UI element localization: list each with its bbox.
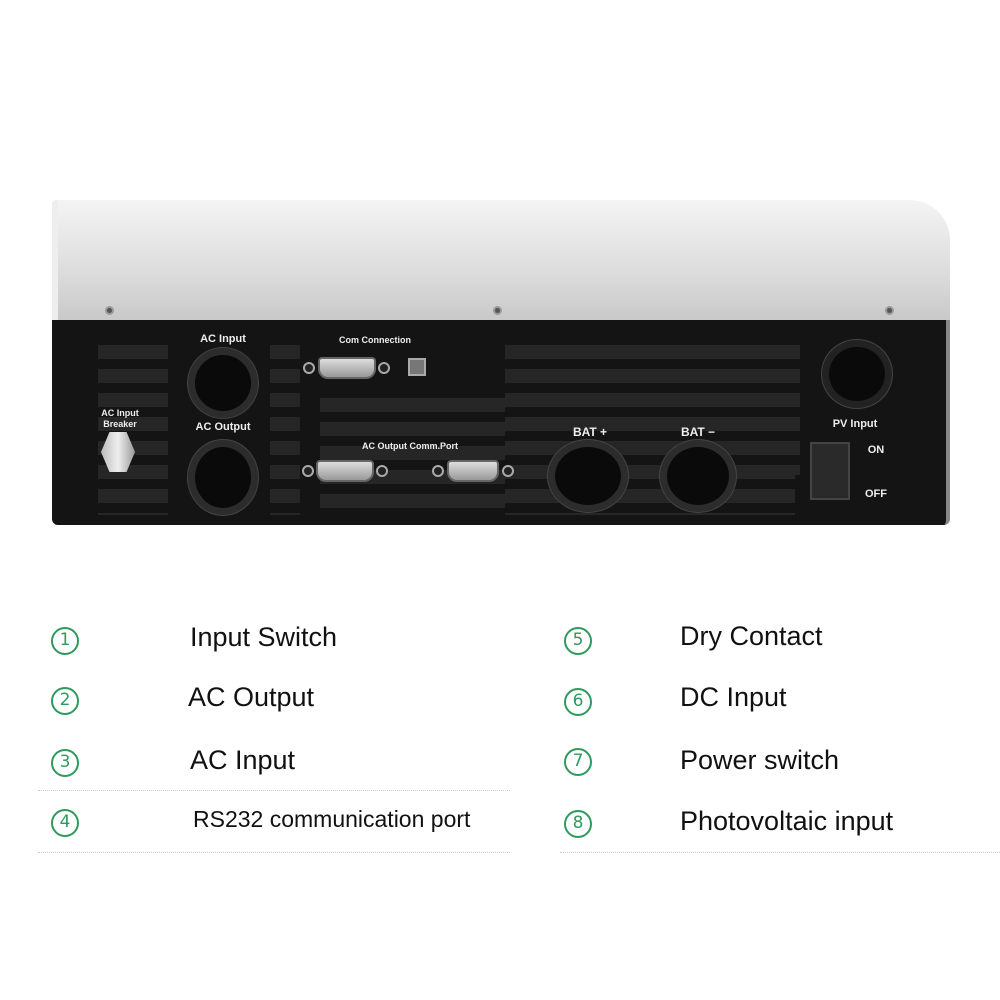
legend-number: 8 (564, 810, 592, 838)
power-switch[interactable] (810, 442, 850, 500)
legend-number: 7 (564, 748, 592, 776)
breaker-label-line1: AC Input (101, 408, 139, 418)
legend-label: AC Output (188, 682, 315, 712)
breaker-label-line2: Breaker (103, 419, 137, 429)
usb-b-port[interactable] (408, 358, 426, 376)
legend-label: Photovoltaic input (680, 806, 894, 836)
legend-number: 2 (51, 687, 79, 715)
legend-number: 5 (564, 627, 592, 655)
screw-nut (303, 362, 315, 374)
ac-output-port[interactable] (188, 440, 258, 515)
com-connection-label: Com Connection (339, 335, 411, 345)
battery-positive-terminal[interactable] (548, 440, 628, 512)
legend-number: 3 (51, 749, 79, 777)
com-db9-port[interactable] (318, 357, 376, 379)
divider (38, 790, 510, 791)
screw (105, 306, 114, 315)
vent (270, 345, 300, 515)
ac-output-comm-port-1[interactable] (316, 460, 374, 482)
screw-nut (376, 465, 388, 477)
pv-input-port[interactable] (822, 340, 892, 408)
legend-label: AC Input (190, 745, 296, 775)
legend-label: Power switch (680, 745, 840, 775)
legend-label: DC Input (680, 682, 787, 712)
bat-minus-label: BAT − (680, 425, 716, 439)
switch-off-label: OFF (865, 488, 887, 500)
legend-number: 6 (564, 688, 592, 716)
inverter-top-cover (52, 200, 950, 322)
divider (560, 852, 1000, 853)
battery-negative-terminal[interactable] (660, 440, 736, 512)
screw-nut (302, 465, 314, 477)
vent (320, 398, 530, 515)
ac-output-label: AC Output (195, 421, 251, 433)
fan-vent (505, 345, 795, 515)
screw (493, 306, 502, 315)
legend-label: RS232 communication port (193, 806, 471, 832)
vent (98, 345, 168, 515)
legend-label: Dry Contact (680, 621, 823, 651)
ac-output-comm-port-2[interactable] (447, 460, 499, 482)
pv-input-label: PV Input (832, 418, 878, 430)
ac-input-label: AC Input (200, 333, 246, 345)
ac-output-comm-label: AC Output Comm.Port (362, 441, 458, 451)
ac-input-port[interactable] (188, 348, 258, 418)
legend-number: 4 (51, 809, 79, 837)
screw-nut (502, 465, 514, 477)
switch-on-label: ON (867, 444, 885, 456)
vent (760, 345, 800, 475)
legend-number: 1 (51, 627, 79, 655)
screw-nut (432, 465, 444, 477)
legend-label: Input Switch (190, 622, 338, 652)
screw (885, 306, 894, 315)
divider (38, 852, 510, 853)
bat-plus-label: BAT + (572, 425, 608, 439)
screw-nut (378, 362, 390, 374)
